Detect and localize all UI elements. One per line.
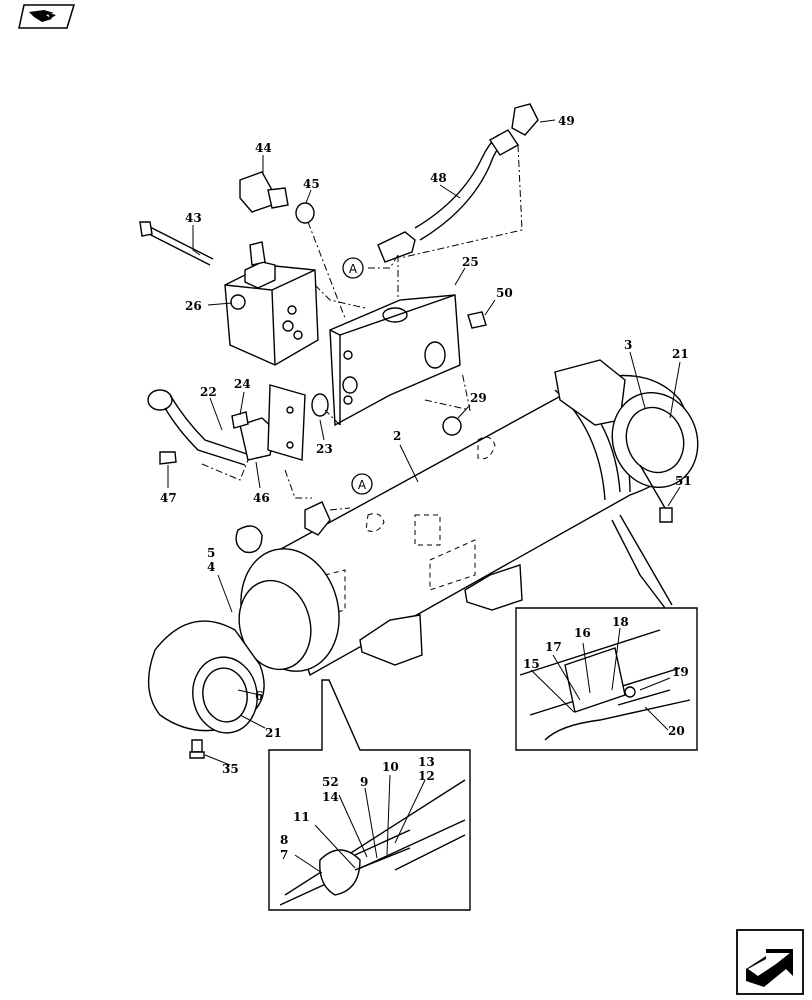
callout-26: 26	[185, 299, 202, 313]
rod-gland	[238, 548, 340, 672]
valve-block	[329, 294, 461, 427]
relief-valve-block	[224, 241, 319, 366]
callout-46: 46	[253, 491, 270, 505]
callout-29: 29	[470, 391, 487, 405]
callout-9: 9	[360, 775, 368, 789]
callout-25: 25	[462, 255, 479, 269]
callout-21-lower: 21	[265, 726, 282, 740]
grease-fitting	[639, 464, 673, 523]
callout-44: 44	[255, 141, 272, 155]
ref-label: A	[358, 478, 367, 492]
next-page-arrow-icon[interactable]	[736, 929, 804, 995]
cylinder-tube	[235, 359, 699, 677]
callout-16: 16	[574, 626, 591, 640]
callout-12: 12	[418, 769, 435, 783]
leader-lines	[167, 119, 681, 874]
callout-45: 45	[303, 177, 320, 191]
callout-15: 15	[523, 657, 540, 671]
callout-4: 4	[207, 560, 215, 574]
detail-view-bottom	[268, 679, 471, 911]
callout-52: 52	[322, 775, 339, 789]
assembly-lines	[201, 144, 523, 511]
callout-23: 23	[316, 442, 333, 456]
reference-mark-a-lower: A	[351, 473, 373, 495]
o-ring-23	[311, 393, 329, 417]
callout-35: 35	[222, 762, 239, 776]
callout-43: 43	[185, 211, 202, 225]
callout-51: 51	[675, 474, 692, 488]
book-navigation-icon[interactable]	[18, 4, 76, 30]
callout-49: 49	[558, 114, 575, 128]
callout-47: 47	[160, 491, 177, 505]
callout-2: 2	[393, 429, 401, 443]
callout-7: 7	[280, 848, 288, 862]
callout-21-upper: 21	[672, 347, 689, 361]
bolt	[139, 221, 214, 266]
callout-20: 20	[668, 724, 685, 738]
callout-14: 14	[322, 790, 339, 804]
plug-50	[467, 311, 487, 329]
rod-eye	[147, 620, 265, 759]
callout-3: 3	[624, 338, 632, 352]
callout-18: 18	[612, 615, 629, 629]
callout-17: 17	[545, 640, 562, 654]
callout-11: 11	[293, 810, 310, 824]
callout-48: 48	[430, 171, 447, 185]
reference-mark-a-upper: A	[342, 257, 364, 279]
detail-view-right	[515, 514, 698, 751]
ref-label: A	[349, 262, 358, 276]
callout-13: 13	[418, 755, 435, 769]
elbow-fitting	[304, 501, 331, 536]
hydraulic-pipe	[147, 384, 306, 466]
callout-22: 22	[200, 385, 217, 399]
callout-50: 50	[496, 286, 513, 300]
plug-fitting	[239, 171, 315, 224]
o-ring-29	[442, 416, 462, 436]
callout-6: 6	[255, 689, 263, 703]
callout-labels: 44 45 43 26 48 49 25 50 22 24 23 29 2 3 …	[160, 114, 692, 862]
callout-19: 19	[672, 665, 689, 679]
callout-5: 5	[207, 546, 215, 560]
hydraulic-hose	[377, 103, 539, 263]
callout-24: 24	[234, 377, 251, 391]
callout-10: 10	[382, 760, 399, 774]
callout-8: 8	[280, 833, 288, 847]
